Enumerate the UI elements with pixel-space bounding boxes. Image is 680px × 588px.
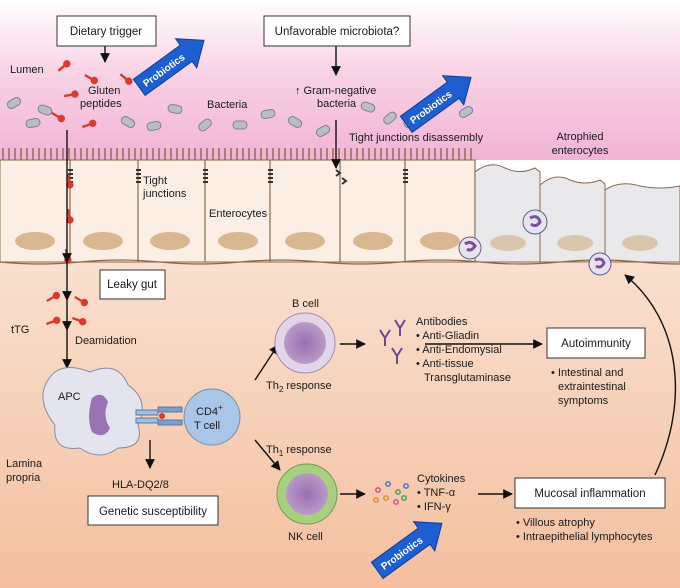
cytokine-dot — [403, 483, 409, 489]
gluten-peptide — [51, 111, 66, 123]
gluten-peptide — [81, 119, 97, 129]
bacterium — [167, 103, 183, 115]
hla-tcr-complex — [135, 406, 183, 426]
antibody-item: • Anti-tissue — [416, 358, 474, 370]
symptoms-line: symptoms — [558, 395, 609, 407]
apc-cell — [42, 367, 143, 456]
gluten-peptides — [45, 60, 133, 326]
leaky-gut-box: Leaky gut — [99, 269, 166, 300]
gluten-peptide — [74, 295, 89, 307]
cytokine-dot — [393, 499, 399, 505]
gluten-peptide — [46, 291, 61, 303]
bacterium — [37, 104, 53, 116]
th2-label: Th2 response — [266, 380, 332, 394]
gluten-peptide — [71, 316, 87, 326]
cytokine-item: • IFN-γ — [417, 501, 451, 513]
hla-label: HLA-DQ2/8 — [112, 479, 169, 491]
intraepithelial-lymphocytes — [458, 209, 612, 276]
lumen-label: Lumen — [10, 64, 44, 76]
cytokine-dot — [385, 481, 391, 487]
apc-label: APC — [58, 391, 81, 403]
gluten-peptide — [45, 316, 61, 326]
mucosal-inflammation-box: Mucosal inflammation — [514, 477, 666, 509]
svg-text:Genetic susceptibility: Genetic susceptibility — [99, 506, 207, 518]
svg-text:Unfavorable microbiota?: Unfavorable microbiota? — [275, 26, 400, 38]
bacteria-label: Bacteria — [207, 99, 248, 111]
antibody-item: • Anti-Gliadin — [416, 330, 479, 342]
flow-arrows — [62, 46, 677, 499]
cytokine-item: • TNF-α — [417, 487, 456, 499]
cytokine-dot — [383, 495, 389, 501]
bacteria — [6, 97, 474, 137]
enterocytes-label: Enterocytes — [209, 208, 268, 220]
gluten-label-2: peptides — [80, 98, 122, 110]
bacterium — [120, 116, 136, 128]
deamidation-label: Deamidation — [75, 335, 137, 347]
bacterium — [146, 120, 162, 132]
lamina-propria-label-1: Lamina — [6, 458, 43, 470]
gluten-peptide — [119, 73, 133, 85]
epithelium — [0, 148, 680, 265]
symptoms-line: • Intestinal and — [551, 367, 623, 379]
symptoms-line: extraintestinal — [558, 381, 626, 393]
nk-cell — [276, 463, 338, 525]
inflammation-item: • Villous atrophy — [516, 517, 595, 529]
antibodies-title: Antibodies — [416, 316, 468, 328]
svg-text:Dietary trigger: Dietary trigger — [70, 26, 142, 38]
cd4-t-cell — [183, 388, 241, 446]
bacterium — [458, 106, 474, 118]
bacterium — [383, 111, 397, 125]
nk-cell-label: NK cell — [288, 531, 323, 543]
inflammation-item: • Intraepithelial lymphocytes — [516, 531, 653, 543]
antibody-item: Transglutaminase — [424, 372, 511, 384]
gluten-label-1: Gluten — [88, 85, 120, 97]
gram-negative-label-1: ↑ Gram-negative — [295, 85, 376, 97]
dietary-trigger-box: Dietary trigger — [56, 15, 157, 47]
cytokine-dots — [373, 481, 409, 505]
cytokine-dot — [395, 489, 401, 495]
genetic-susceptibility-box: Genetic susceptibility — [87, 495, 219, 526]
atrophied-label-2: enterocytes — [552, 145, 609, 157]
tight-junctions-disassembly-label: Tight junctions disassembly — [349, 132, 484, 144]
gluten-peptide — [63, 90, 79, 98]
atrophied-label-1: Atrophied — [556, 131, 603, 143]
ttg-label: tTG — [11, 324, 29, 336]
gram-negative-label-2: bacteria — [317, 98, 357, 110]
bacterium — [6, 97, 22, 109]
bacterium — [260, 108, 276, 120]
t-cell-label: T cell — [194, 420, 220, 432]
unfavorable-microbiota-box: Unfavorable microbiota? — [263, 15, 411, 47]
gluten-peptide — [66, 208, 74, 224]
svg-text:Autoimmunity: Autoimmunity — [561, 338, 631, 350]
svg-text:Mucosal inflammation: Mucosal inflammation — [534, 488, 645, 500]
b-cell-label: B cell — [292, 298, 319, 310]
autoimmunity-box: Autoimmunity — [546, 327, 646, 359]
cd4-label: CD4+ — [196, 403, 223, 418]
tight-junctions-label-1: Tight — [143, 175, 167, 187]
tight-junctions — [68, 169, 408, 185]
bacterium — [315, 125, 331, 137]
bacterium — [198, 118, 212, 132]
gluten-peptide — [84, 73, 99, 85]
cytokine-dot — [401, 495, 407, 501]
cytokine-dot — [373, 497, 379, 503]
lamina-propria-label-2: propria — [6, 472, 41, 484]
th1-label: Th1 response — [266, 444, 332, 458]
bacterium — [25, 117, 41, 129]
tight-junctions-label-2: junctions — [142, 188, 187, 200]
antibody-icons — [379, 319, 406, 364]
bacterium — [232, 120, 248, 130]
bacterium — [287, 116, 303, 128]
antibody-item: • Anti-Endomysial — [416, 344, 502, 356]
cytokines-title: Cytokines — [417, 473, 466, 485]
svg-text:Leaky gut: Leaky gut — [107, 279, 158, 291]
cytokine-dot — [375, 487, 381, 493]
gluten-peptide — [57, 60, 71, 72]
bacterium — [360, 101, 376, 113]
b-cell — [274, 312, 336, 374]
